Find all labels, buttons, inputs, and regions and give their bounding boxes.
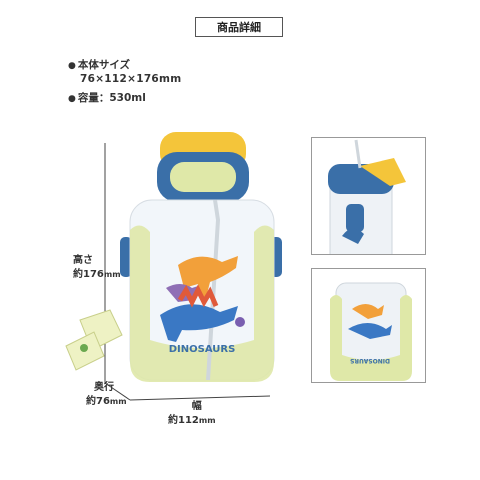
dinosaurs-print: DINOSAURS	[169, 344, 236, 355]
inset-sleeve-photo: DINOSAURS	[311, 268, 426, 383]
spec-capacity: ●容量：530ml	[68, 92, 146, 104]
bottle-image: DINOSAURS	[65, 132, 282, 382]
strap-clip-left	[120, 237, 132, 277]
section-title-text: 商品詳細	[217, 21, 261, 34]
section-title: 商品詳細	[195, 17, 283, 37]
bottle-sleeve	[130, 225, 274, 382]
bullet-icon: ●	[68, 94, 76, 104]
width-label: 幅 約112mm	[168, 401, 216, 426]
depth-line	[104, 382, 131, 401]
dinosaurs-print-reversed: DINOSAURS	[350, 357, 390, 364]
bullet-icon: ●	[68, 61, 76, 71]
spec-size-label: ●本体サイズ	[68, 59, 131, 71]
height-label: 高さ 約176mm	[73, 255, 121, 280]
dino-orange	[178, 256, 238, 298]
spec-size-value: 76×112×176mm	[80, 73, 182, 85]
inset-lid-photo	[311, 137, 426, 255]
width-line	[129, 395, 271, 401]
depth-label: 奥行 約76mm	[86, 382, 127, 407]
dino-blue	[160, 304, 238, 342]
